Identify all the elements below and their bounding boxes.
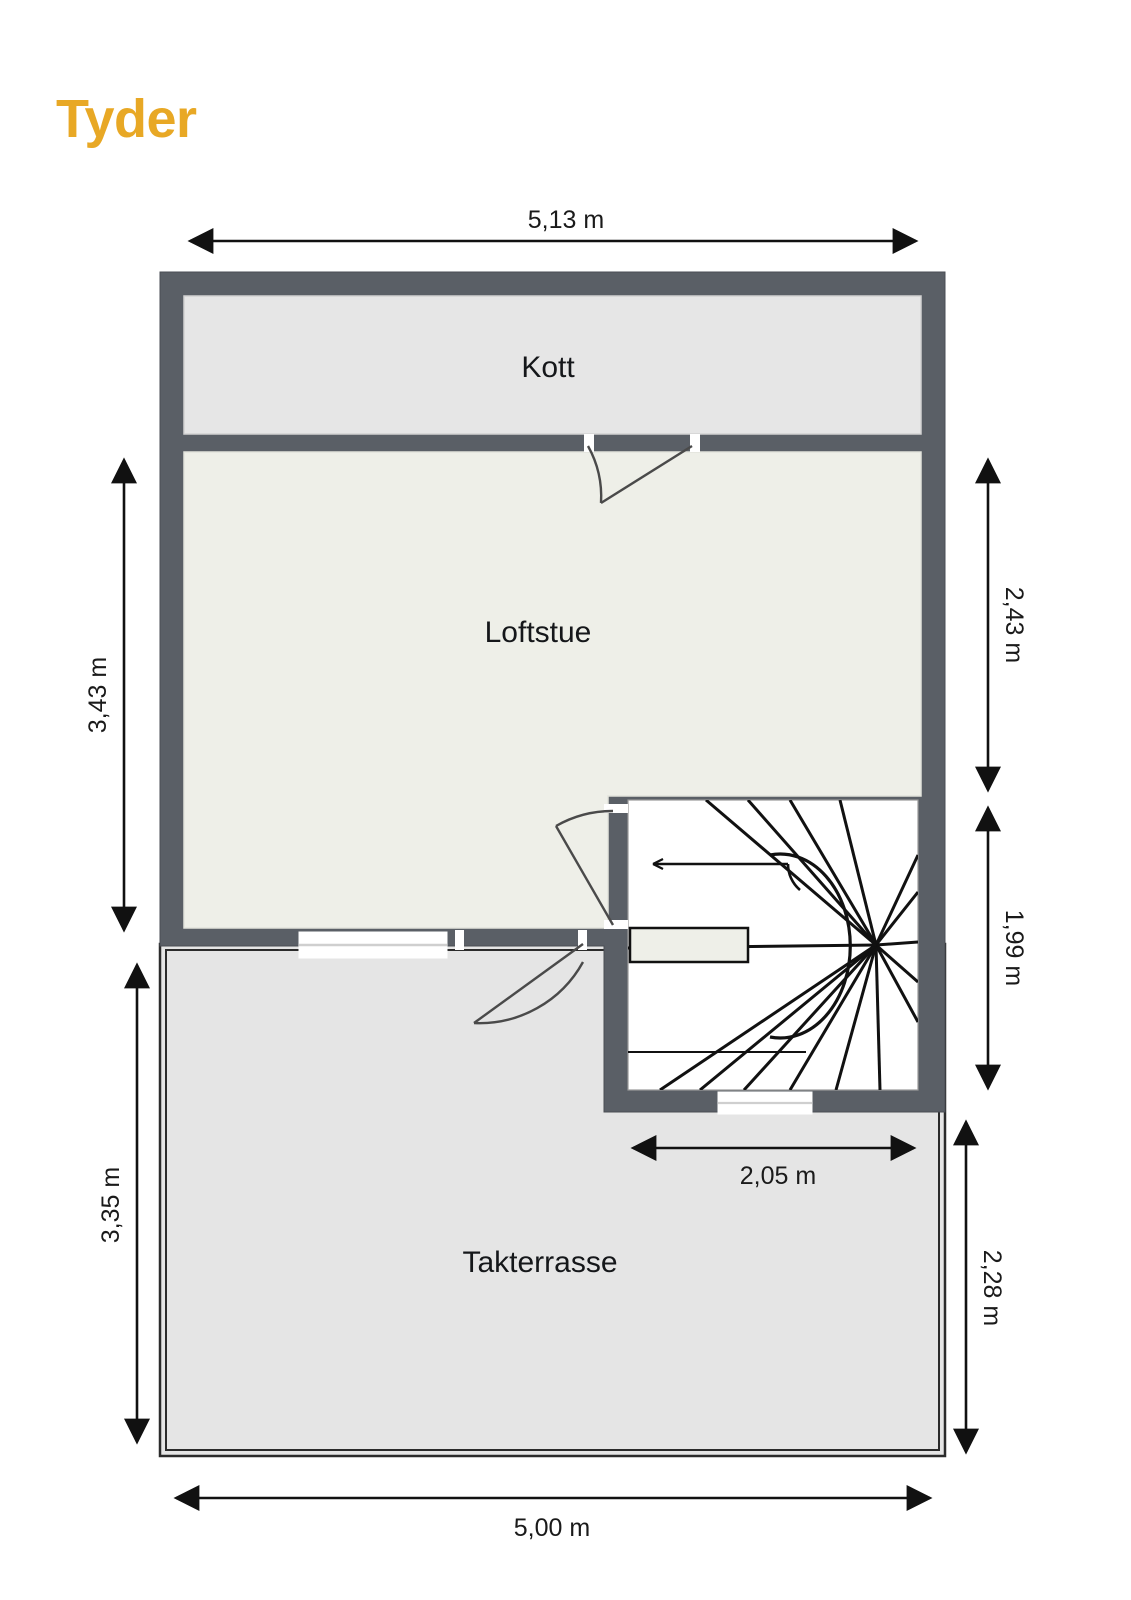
room-kott: Kott [183, 295, 922, 435]
dimension-bottom-width-label: 5,00 m [514, 1514, 590, 1542]
dimension-top-width: 5,13 m [187, 206, 919, 254]
room-label-takterrasse: Takterrasse [462, 1246, 617, 1279]
door-swings [473, 444, 693, 1025]
room-label-kott: Kott [521, 351, 575, 384]
stair-treads [628, 800, 918, 1090]
dimension-left-upper: 3,43 m [84, 457, 137, 933]
room-label-loftstue: Loftstue [485, 616, 592, 649]
dimension-left-lower-label: 3,35 m [97, 1167, 125, 1243]
dimension-right-lower-label: 2,28 m [978, 1250, 1006, 1326]
dimension-stair-width: 2,05 m [630, 1135, 917, 1190]
door-leaf-terrace [473, 943, 584, 1024]
dimension-right-upper: 2,43 m [975, 457, 1028, 793]
stair-direction-arrow-icon [652, 858, 801, 891]
stair-landing-block [628, 926, 750, 964]
stair-area [627, 799, 919, 1091]
dimension-right-mid: 1,99 m [975, 805, 1028, 1091]
dimension-top-width-label: 5,13 m [528, 206, 604, 234]
dimension-right-lower: 2,28 m [953, 1119, 1006, 1455]
door-arc-kott [586, 445, 603, 504]
dimension-left-upper-label: 3,43 m [84, 657, 112, 733]
window-loftstue-south [298, 931, 448, 959]
window-stair-south [717, 1091, 813, 1115]
dimension-right-mid-label: 1,99 m [1000, 910, 1028, 986]
dimension-bottom-width: 5,00 m [173, 1485, 933, 1542]
door-arc-terrace [473, 961, 585, 1025]
room-loftstue: Loftstue [183, 451, 922, 929]
dimension-left-lower: 3,35 m [97, 962, 150, 1445]
dimension-right-upper-label: 2,43 m [1000, 587, 1028, 663]
dimension-stair-width-label: 2,05 m [740, 1162, 816, 1190]
door-arc-stair [555, 809, 614, 828]
door-jambs [455, 434, 700, 950]
door-leaf-kott [600, 444, 693, 505]
stair-inner-stringer [769, 852, 852, 1040]
brand-logo: Tyder [56, 89, 197, 149]
door-leaf-stair [554, 825, 615, 926]
